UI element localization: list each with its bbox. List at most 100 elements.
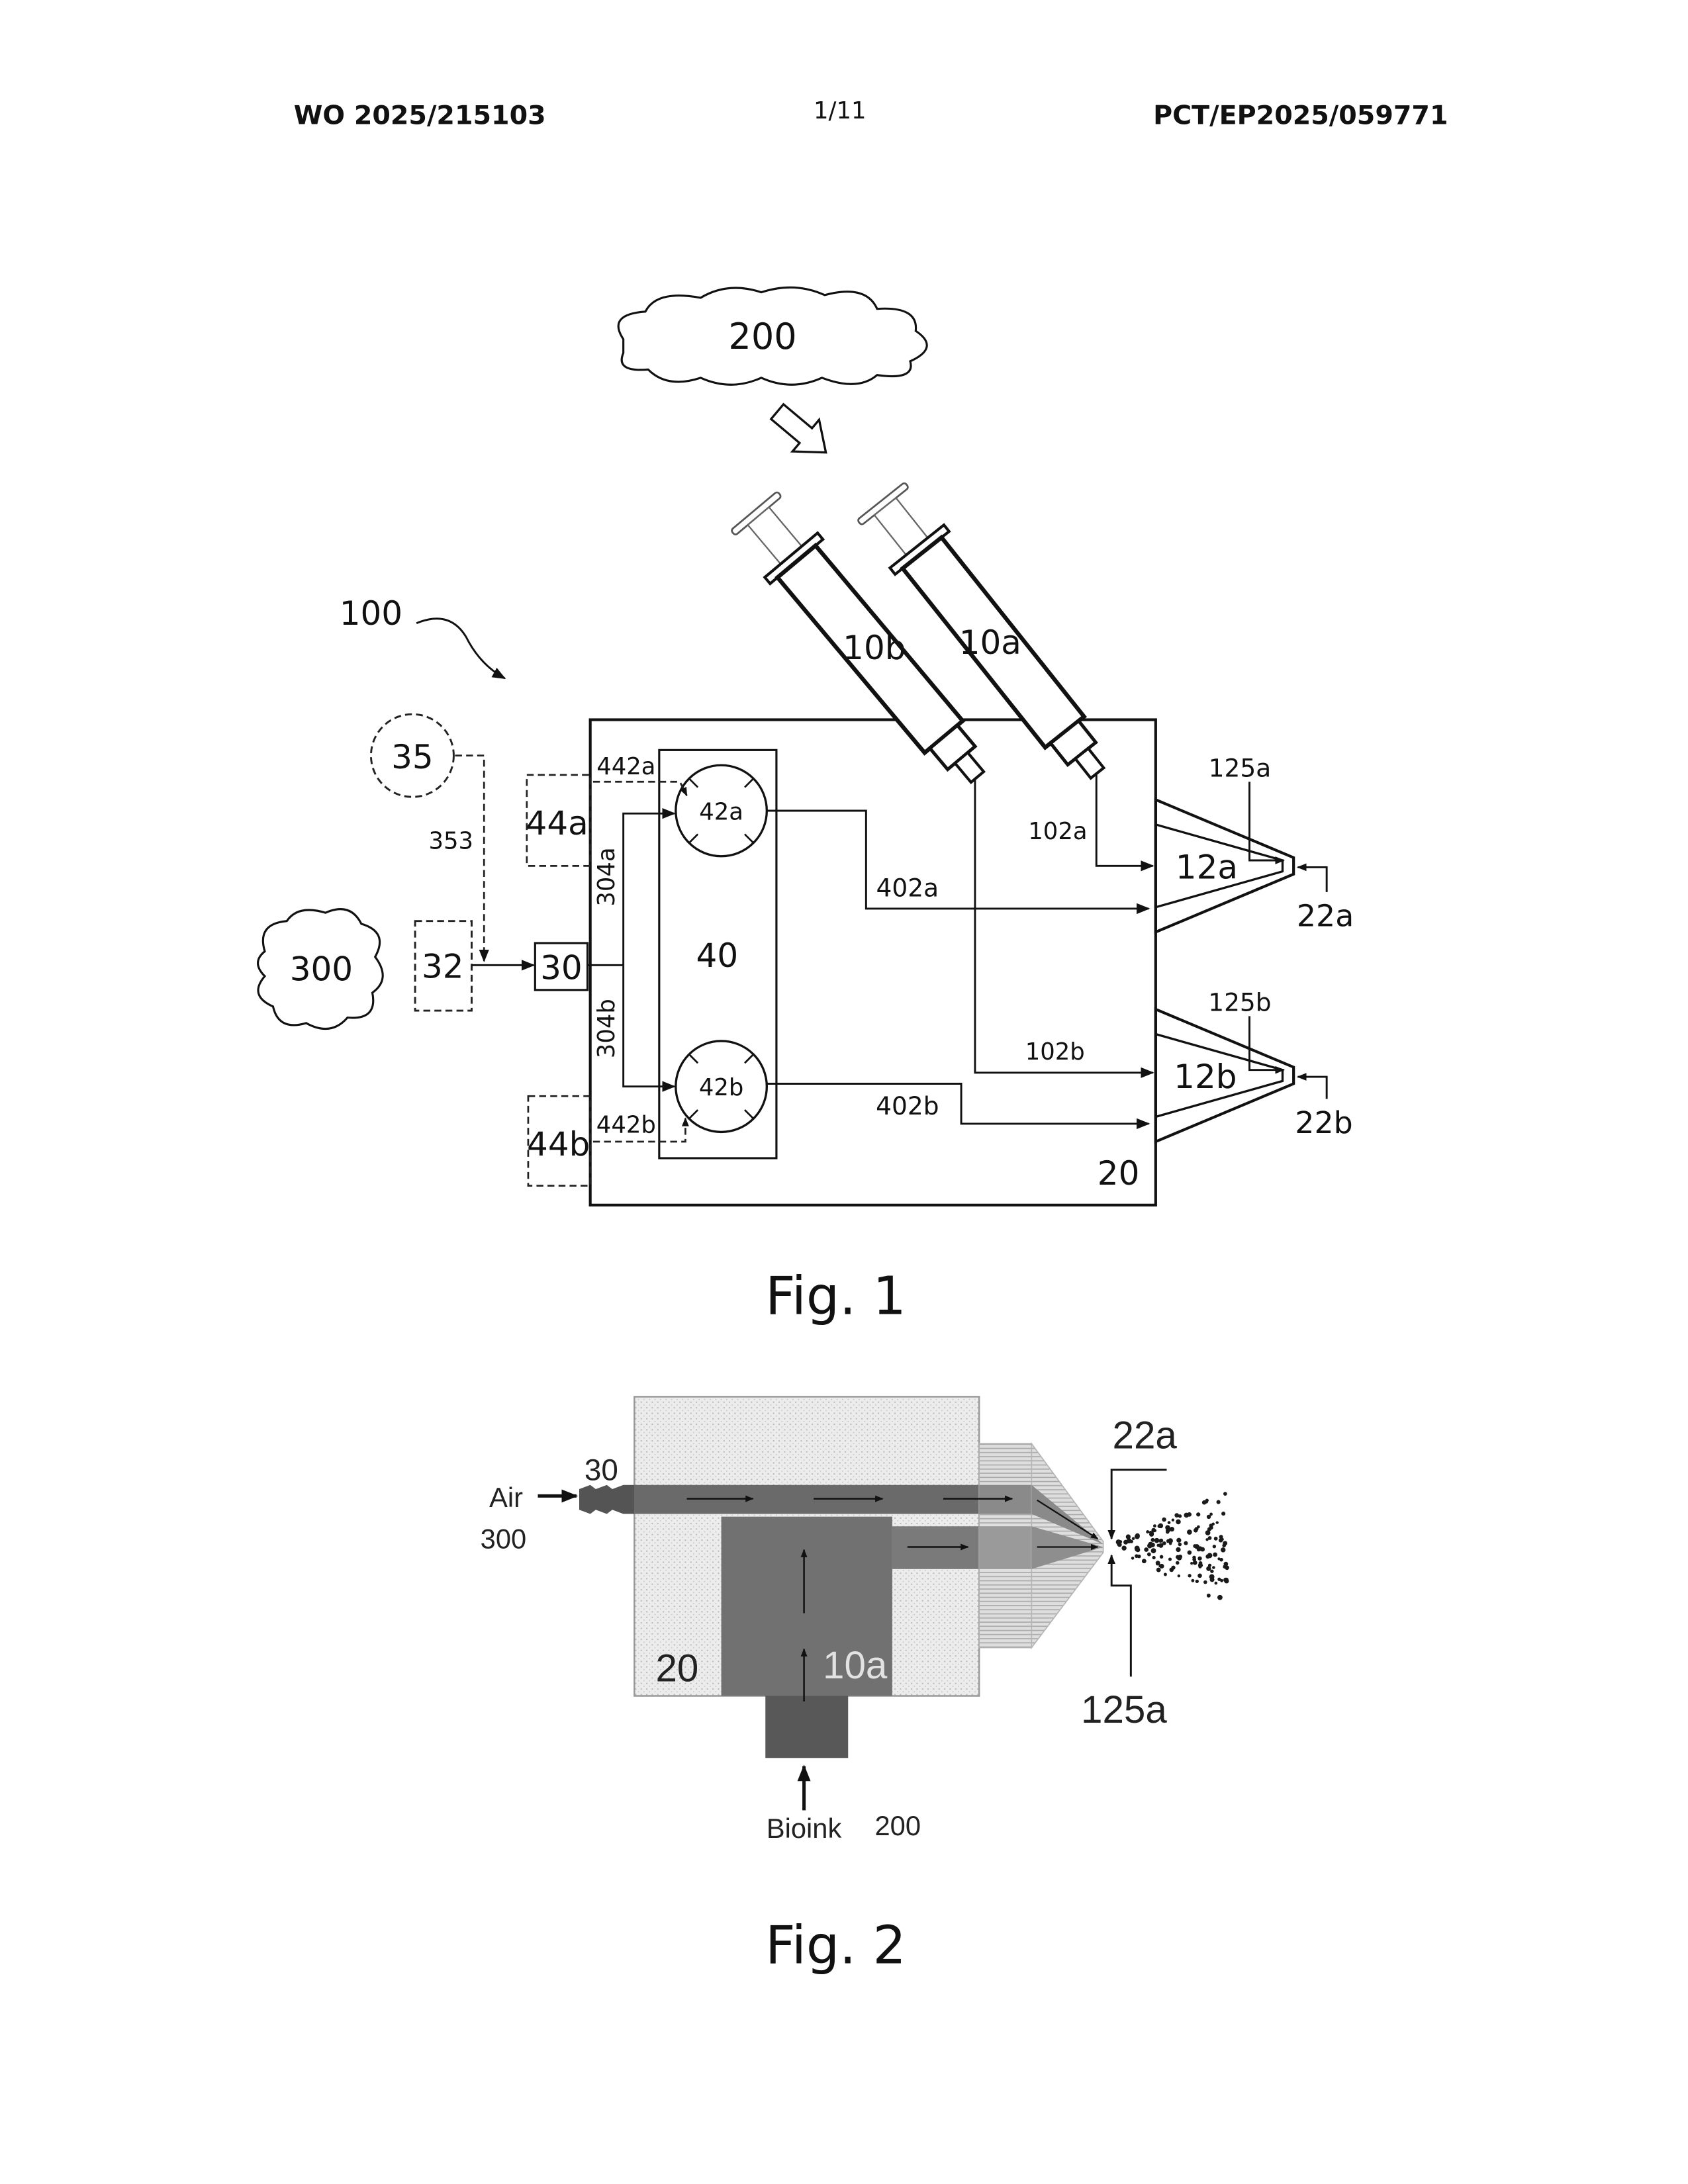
sheet-number: 1/11 bbox=[814, 97, 867, 124]
spray-dot bbox=[1224, 1562, 1229, 1567]
spray-dot bbox=[1220, 1579, 1223, 1582]
spray-dot bbox=[1146, 1530, 1149, 1533]
label-44b: 44b bbox=[527, 1125, 590, 1163]
spray-dot bbox=[1151, 1548, 1156, 1553]
spray-dot bbox=[1135, 1534, 1140, 1539]
label-bioink: Bioink bbox=[767, 1813, 842, 1844]
spray-dot bbox=[1162, 1518, 1166, 1522]
spray-dot bbox=[1199, 1561, 1203, 1565]
spray-dot bbox=[1172, 1519, 1174, 1522]
spray-dot bbox=[1213, 1545, 1216, 1548]
spray-dot bbox=[1219, 1538, 1223, 1543]
spray-dot bbox=[1176, 1555, 1180, 1559]
label-402b: 402b bbox=[876, 1091, 939, 1120]
application-number: PCT/EP2025/059771 bbox=[1153, 101, 1448, 131]
spray-dot bbox=[1193, 1561, 1197, 1565]
spray-dot bbox=[1188, 1551, 1192, 1555]
spray-dot bbox=[1196, 1580, 1199, 1583]
publication-number: WO 2025/215103 bbox=[294, 101, 546, 131]
spray-dot bbox=[1170, 1527, 1174, 1531]
label-44a: 44a bbox=[526, 804, 588, 842]
spray-dot bbox=[1215, 1582, 1218, 1585]
spray-dot bbox=[1200, 1547, 1205, 1552]
spray-dot bbox=[1184, 1513, 1190, 1518]
label-125a: 125a bbox=[1081, 1688, 1167, 1731]
label-air: Air bbox=[489, 1482, 523, 1513]
label-102b: 102b bbox=[1025, 1038, 1085, 1066]
spray-dot bbox=[1187, 1529, 1192, 1535]
spray-dot bbox=[1213, 1553, 1217, 1557]
label-12b: 12b bbox=[1174, 1058, 1237, 1096]
spray-dot bbox=[1210, 1577, 1215, 1582]
spray-dot bbox=[1149, 1531, 1154, 1536]
nozzle-ink-channel bbox=[979, 1526, 1031, 1569]
label-20: 20 bbox=[1098, 1154, 1140, 1193]
spray-dot bbox=[1148, 1545, 1151, 1548]
label-300: 300 bbox=[290, 950, 353, 989]
spray-dot bbox=[1192, 1556, 1196, 1559]
bioink-inlet-stub bbox=[765, 1696, 848, 1758]
label-442b: 442b bbox=[596, 1112, 656, 1139]
spray-dot bbox=[1176, 1547, 1180, 1552]
spray-dot bbox=[1156, 1563, 1159, 1566]
spray-dot bbox=[1157, 1524, 1161, 1528]
spray-dot bbox=[1176, 1538, 1181, 1543]
spray-dot bbox=[1216, 1521, 1219, 1524]
label-10b: 10b bbox=[843, 629, 906, 667]
label-125a: 125a bbox=[1209, 753, 1272, 782]
spray-dot bbox=[1176, 1520, 1180, 1524]
spray-dot bbox=[1132, 1537, 1135, 1541]
spray-dot bbox=[1197, 1525, 1200, 1529]
spray-dot bbox=[1168, 1557, 1172, 1561]
spray-dot bbox=[1174, 1513, 1179, 1518]
spray-dot bbox=[1221, 1547, 1226, 1553]
spray-dot bbox=[1191, 1579, 1194, 1582]
spray-dot bbox=[1131, 1557, 1134, 1560]
spray-dot bbox=[1212, 1566, 1215, 1569]
label-304b: 304b bbox=[593, 999, 620, 1058]
air-inlet-fitting-30 bbox=[579, 1485, 634, 1514]
spray-dot bbox=[1197, 1557, 1201, 1561]
label-32: 32 bbox=[422, 947, 464, 985]
label-200: 200 bbox=[728, 316, 796, 357]
spray-dot bbox=[1136, 1547, 1141, 1552]
figure-1-caption: Fig. 1 bbox=[765, 1265, 906, 1326]
label-353: 353 bbox=[428, 827, 473, 854]
label-30: 30 bbox=[540, 949, 583, 987]
spray-dot bbox=[1198, 1565, 1201, 1568]
spray-dot bbox=[1212, 1523, 1215, 1525]
spray-dot bbox=[1160, 1555, 1164, 1559]
label-100: 100 bbox=[340, 594, 402, 633]
spray-dot bbox=[1150, 1538, 1154, 1542]
spray-dot bbox=[1127, 1538, 1132, 1543]
spray-dot bbox=[1168, 1521, 1171, 1524]
label-442a: 442a bbox=[596, 753, 655, 780]
spray-dot bbox=[1159, 1564, 1164, 1569]
spray-dot bbox=[1184, 1541, 1188, 1545]
spray-dot bbox=[1207, 1594, 1211, 1598]
spray-dot bbox=[1217, 1500, 1221, 1504]
spray-dot bbox=[1166, 1528, 1170, 1533]
spray-dot bbox=[1176, 1561, 1180, 1565]
spray-dot bbox=[1203, 1580, 1207, 1584]
spray-dot bbox=[1154, 1538, 1160, 1543]
label-402a: 402a bbox=[876, 874, 939, 903]
label-10a: 10a bbox=[959, 623, 1021, 662]
spray-dot bbox=[1205, 1499, 1209, 1502]
spray-dot bbox=[1142, 1559, 1147, 1563]
spray-dot bbox=[1223, 1578, 1228, 1582]
spray-dot bbox=[1221, 1512, 1225, 1516]
spray-dot bbox=[1153, 1524, 1156, 1527]
spray-dot bbox=[1219, 1558, 1223, 1562]
label-300: 300 bbox=[481, 1524, 527, 1555]
spray-dot bbox=[1156, 1568, 1161, 1572]
spray-dot bbox=[1205, 1530, 1211, 1535]
spray-dot bbox=[1164, 1572, 1167, 1576]
label-10a: 10a bbox=[823, 1644, 888, 1687]
spray-dot bbox=[1210, 1569, 1213, 1572]
spray-dot bbox=[1209, 1513, 1213, 1516]
spray-dot bbox=[1178, 1574, 1180, 1577]
air-channel bbox=[634, 1485, 982, 1514]
spray-dot bbox=[1190, 1562, 1193, 1565]
